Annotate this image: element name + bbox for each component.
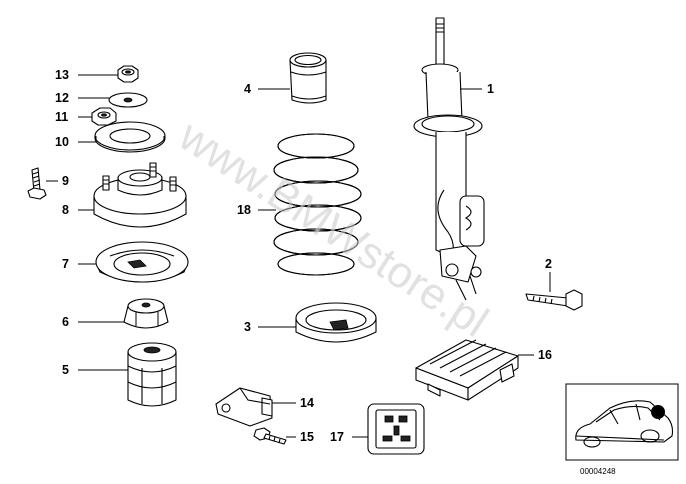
part-15-screw[interactable] xyxy=(253,427,287,445)
callout-3[interactable]: 3 xyxy=(244,320,251,334)
callout-10[interactable]: 10 xyxy=(55,135,69,149)
part-6-buffer-cap[interactable] xyxy=(123,298,169,329)
callout-16[interactable]: 16 xyxy=(538,348,552,362)
callout-15[interactable]: 15 xyxy=(300,430,314,444)
callout-6[interactable]: 6 xyxy=(62,315,69,329)
callout-8[interactable]: 8 xyxy=(62,203,69,217)
part-2-bolt[interactable] xyxy=(525,289,583,311)
vehicle-location-thumbnail[interactable]: 00004248 xyxy=(565,383,679,476)
part-5-bump-stop[interactable] xyxy=(127,342,177,407)
callout-labels: 13 12 11 10 9 8 7 6 5 4 18 3 1 2 16 14 1… xyxy=(46,68,552,444)
callout-17[interactable]: 17 xyxy=(330,430,344,444)
callout-13[interactable]: 13 xyxy=(55,68,69,82)
part-1-shock-absorber[interactable] xyxy=(413,17,485,301)
part-13-nut[interactable] xyxy=(117,65,139,83)
part-11-nut[interactable] xyxy=(91,107,117,126)
part-10-bearing-plate[interactable] xyxy=(94,121,166,153)
part-17-relay[interactable] xyxy=(367,403,425,455)
callout-9[interactable]: 9 xyxy=(62,174,69,188)
callout-1[interactable]: 1 xyxy=(487,82,494,96)
catalog-number: 00004248 xyxy=(580,467,616,476)
part-14-sensor[interactable] xyxy=(215,387,273,427)
part-9-screw[interactable] xyxy=(27,167,47,200)
callout-14[interactable]: 14 xyxy=(300,396,314,410)
part-3-spring-pad[interactable] xyxy=(295,302,377,343)
callout-11[interactable]: 11 xyxy=(55,110,68,124)
callout-2[interactable]: 2 xyxy=(545,257,552,271)
part-4-protective-tube[interactable] xyxy=(289,52,327,104)
callout-4[interactable]: 4 xyxy=(244,82,251,96)
callout-5[interactable]: 5 xyxy=(62,363,69,377)
callout-leaders xyxy=(78,74,551,438)
callout-7[interactable]: 7 xyxy=(62,257,69,271)
callout-18[interactable]: 18 xyxy=(237,203,251,217)
part-8-support-mount[interactable] xyxy=(93,162,187,228)
callout-12[interactable]: 12 xyxy=(55,91,69,105)
part-16-control-unit[interactable] xyxy=(415,339,519,401)
location-marker-icon xyxy=(651,405,665,419)
part-18-coil-spring[interactable] xyxy=(273,133,362,276)
part-7-spring-seat[interactable] xyxy=(95,241,189,283)
part-12-washer[interactable] xyxy=(108,92,148,108)
